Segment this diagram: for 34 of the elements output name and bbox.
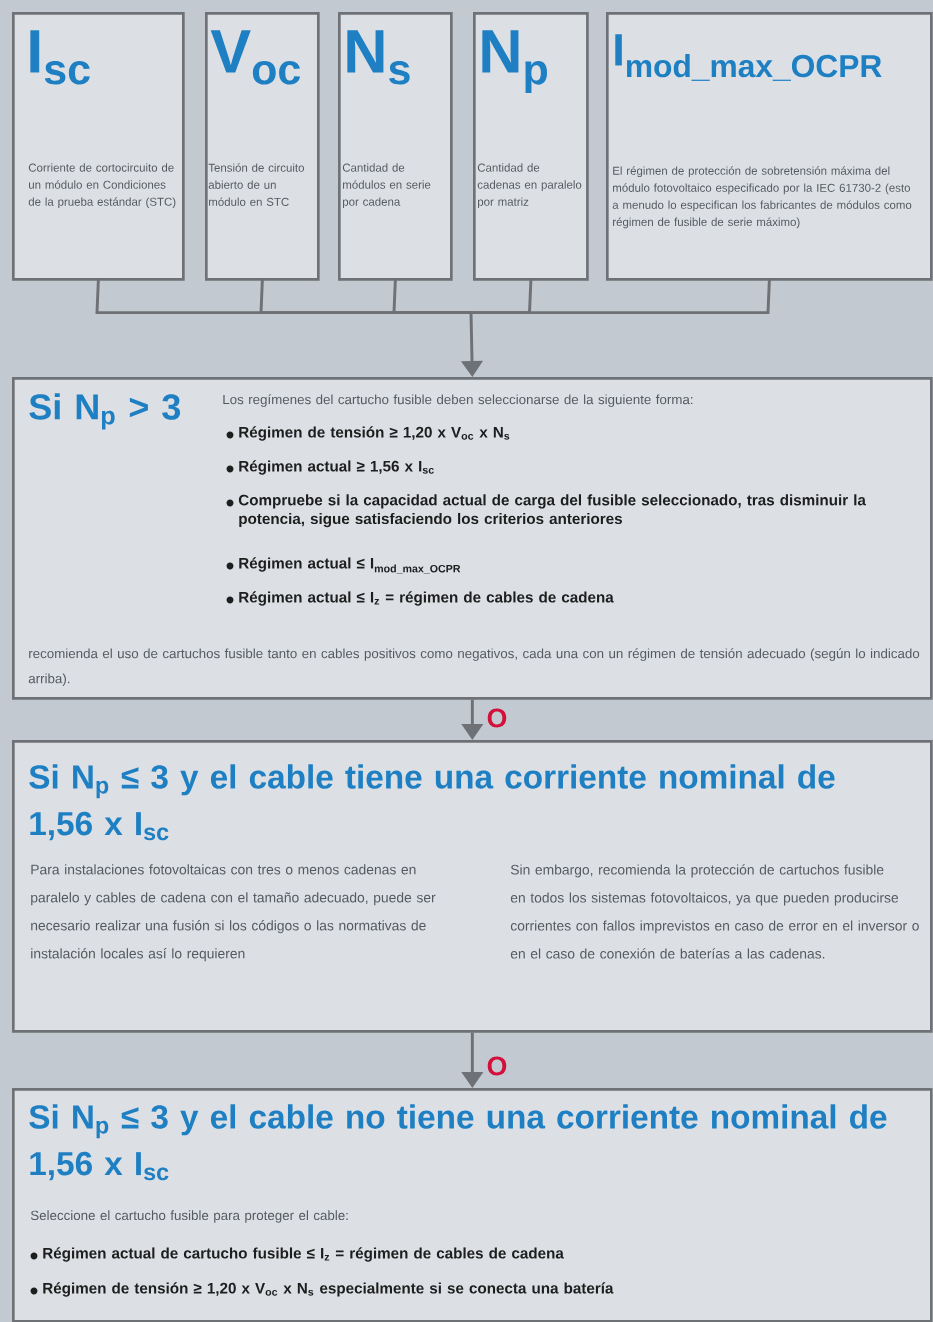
symbol-label: V$_{oc}$ — [210, 30, 301, 85]
parameter-box — [12, 12, 185, 281]
heading: Si N$_{p}$ ≤ 3 y el cable tiene una corriente nominal de 1,56 x I$_{sc}$ — [29, 764, 835, 841]
symbol-label: $\text{I}_{\text{mod\_max\_OCPR}}$ — [615, 34, 882, 81]
bullet-item: Régimen de tensión ≥ 1,20 x V$_{oc}$ x N$_{s}$ especialmente si se conecta una batería — [30, 1282, 614, 1297]
intro-text: Los regímenes del cartucho fusible deben seleccionarse de la siguiente forma: — [223, 394, 693, 407]
parameter-box — [606, 12, 933, 281]
heading: Si N$_{p}$ > 3 — [29, 393, 181, 430]
bullet-item: Compruebe si la capacidad actual de carga del fusible seleccionado, tras disminuir la potencia, sigue satisfaciendo los criterios anteriores — [226, 494, 866, 528]
intro-text: Seleccione el cartucho fusible para proteger el cable: — [30, 1210, 348, 1223]
description-text: Tensión de circuito abierto de un módulo en STC — [208, 163, 304, 206]
parameter-box — [338, 12, 453, 281]
bullet-item: Régimen actual ≤ I$_{z}$ = régimen de cables de cadena — [226, 591, 614, 606]
bullet-item: Régimen actual ≥ 1,56 x I$_{sc}$ — [226, 460, 434, 475]
heading: Si N$_{p}$ ≤ 3 y el cable no tiene una corriente nominal de 1,56 x I$_{sc}$ — [29, 1104, 887, 1181]
bullet-item: Régimen de tensión ≥ 1,20 x V$_{oc}$ x N$_{s}$ — [226, 426, 510, 441]
parameter-box — [473, 12, 589, 281]
condition-box — [12, 1088, 933, 1322]
description-text: Corriente de cortocircuito de un módulo en Condiciones de la prueba estándar (STC) — [28, 163, 176, 209]
symbol-label: N$_{s}$ — [347, 30, 410, 85]
bullet-item: Régimen actual de cartucho fusible ≤ I$_{z}$ = régimen de cables de cadena — [30, 1247, 564, 1262]
parameter-box — [205, 12, 320, 281]
paragraph: Para instalaciones fotovoltaicas con tres o menos cadenas en paralelo y cables de cadena con el tamaño adecuado, puede ser necesario realizar una fusión si los códigos o las normativas de instalación locales así lo requieren — [31, 864, 436, 962]
description-text: El régimen de protección de sobretensión máxima del módulo fotovoltaico especificado por la IEC 61730-2 (esto a menudo lo especifican los fabricantes de módulos como régimen de fusible de serie máximo) — [612, 166, 912, 229]
symbol-label: I$_{sc}$ — [30, 30, 90, 85]
condition-box — [12, 377, 933, 700]
description-text: Cantidad de cadenas en paralelo por matriz — [477, 163, 582, 209]
description-text: Cantidad de módulos en serie por cadena — [342, 163, 431, 209]
connector-line — [392, 279, 473, 315]
note-text: recomienda el uso de cartuchos fusible tanto en cables positivos como negativos, cada una con un régimen de tensión adecuado (según lo indicado arriba). — [28, 648, 920, 686]
bullet-item: $\text{Régimen actual ≤ I}_{\text{mod\_max\_OCPR}}$ — [226, 557, 461, 574]
symbol-label: N$_{p}$ — [482, 30, 548, 94]
condition-box — [12, 740, 933, 1033]
paragraph: Sin embargo, recomienda la protección de cartuchos fusible en todos los sistemas fotovoltaicos, ya que pueden producirse corrientes con fallos imprevistos en caso de error en el inversor o en el caso de conexión de baterías a las cadenas. — [510, 864, 919, 959]
